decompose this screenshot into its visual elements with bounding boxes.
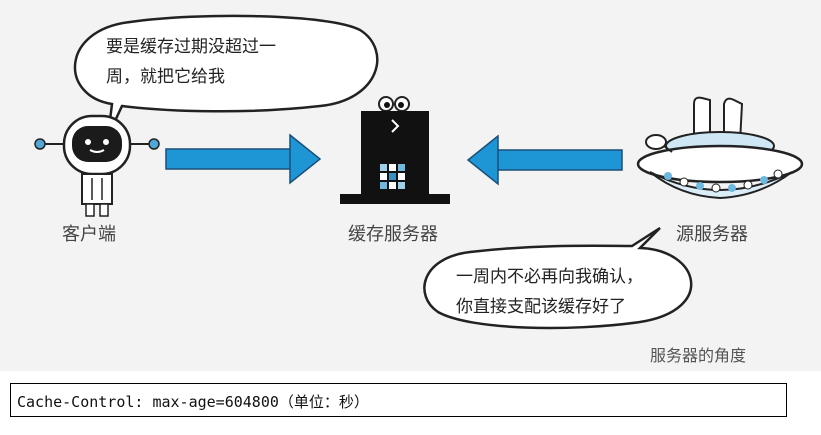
diagram-illustration [34,14,804,330]
client-bubble-line-2: 周，就把它给我 [106,67,225,87]
origin-speech-bubble [423,226,693,330]
origin-server-label: 源服务器 [676,224,748,245]
diagram-caption: 服务器的角度 [650,346,747,365]
origin-server-icon [636,96,804,200]
client-bubble-text: 要是缓存过期没超过一 周，就把它给我 [106,32,276,92]
client-bubble-line-1: 要是缓存过期没超过一 [106,37,276,57]
client-speech-bubble [73,14,379,137]
code-box: Cache-Control: max-age=604800（单位：秒） [10,383,787,417]
client-robot-icon [34,114,160,217]
origin-bubble-text: 一周内不必再向我确认， 你直接支配该缓存好了 [456,262,643,322]
request-arrow-icon [165,133,322,185]
client-label: 客户端 [62,224,116,245]
cache-server-label: 缓存服务器 [348,224,438,245]
origin-bubble-line-2: 你直接支配该缓存好了 [456,297,626,317]
cache-control-header-text: Cache-Control: max-age=604800（单位：秒） [17,393,369,411]
cache-server-icon [340,96,450,204]
origin-bubble-line-1: 一周内不必再向我确认， [456,267,643,287]
diagram-panel: 要是缓存过期没超过一 周，就把它给我 一周内不必再向我确认， 你直接支配该缓存好… [0,0,821,371]
response-arrow-icon [466,134,623,186]
